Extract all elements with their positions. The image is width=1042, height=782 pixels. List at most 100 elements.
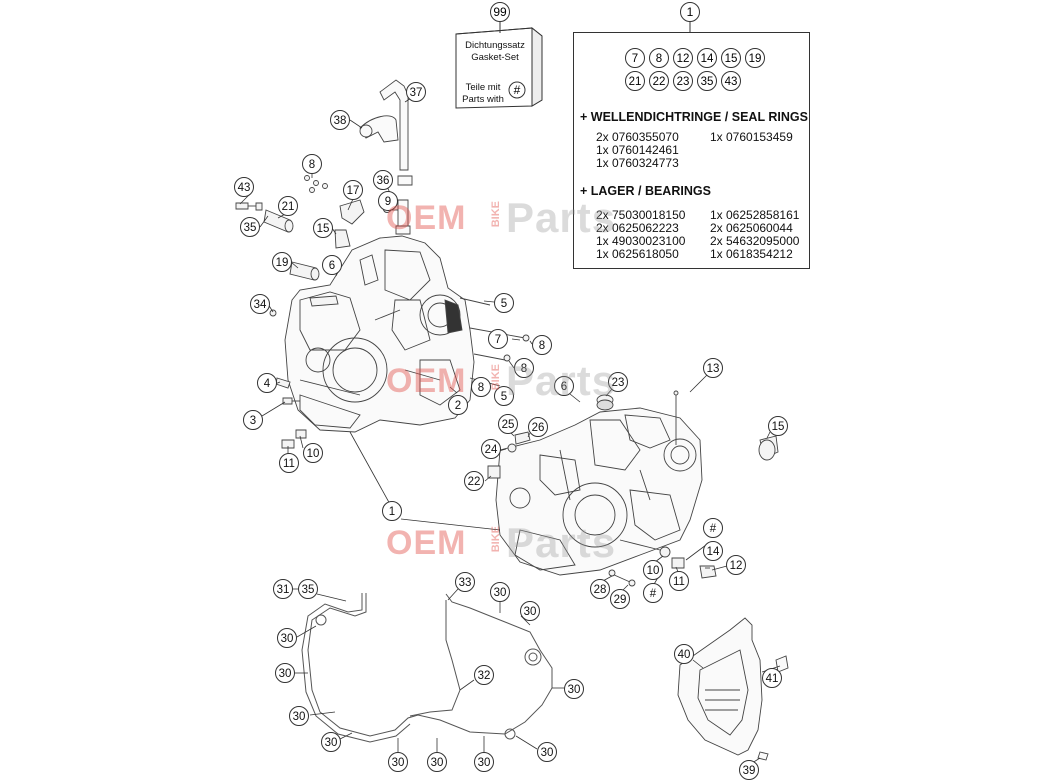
label-41: 41 bbox=[766, 673, 779, 685]
seal-rings-heading: + WELLENDICHTRINGE / SEAL RINGS bbox=[580, 110, 808, 124]
crankcase-gasket bbox=[301, 593, 553, 743]
bearing-code: 2x 54632095000 bbox=[710, 234, 800, 248]
included-parts-row-2: 21 22 23 35 43 bbox=[625, 71, 741, 91]
seal-code: 2x 0760355070 bbox=[596, 130, 679, 144]
gasket-set-label-en: Gasket-Set bbox=[471, 52, 519, 63]
watermark-parts: Parts bbox=[506, 357, 617, 404]
label-8: 8 bbox=[309, 159, 315, 171]
included-part-label: 21 bbox=[629, 76, 642, 88]
svg-text:99: 99 bbox=[493, 5, 507, 19]
callout-99[interactable]: 99 bbox=[490, 2, 510, 22]
included-part-callout[interactable]: 35 bbox=[697, 71, 717, 91]
bearing-code: 1x 49030023100 bbox=[596, 234, 686, 248]
included-part-callout[interactable]: 8 bbox=[649, 48, 669, 68]
watermark-parts: Parts bbox=[506, 519, 617, 566]
label-30: 30 bbox=[478, 757, 491, 769]
label-5: 5 bbox=[501, 298, 507, 310]
included-part-callout[interactable]: 7 bbox=[625, 48, 645, 68]
included-part-callout[interactable]: 12 bbox=[673, 48, 693, 68]
label-hash: # bbox=[650, 588, 657, 600]
label-14: 14 bbox=[707, 546, 720, 558]
label-30: 30 bbox=[431, 757, 444, 769]
label-35: 35 bbox=[244, 222, 257, 234]
label-1: 1 bbox=[389, 506, 395, 518]
gasket-hash-symbol: # bbox=[508, 81, 526, 99]
included-part-label: 22 bbox=[653, 76, 666, 88]
label-25: 25 bbox=[502, 419, 515, 431]
watermark-parts: Parts bbox=[506, 194, 617, 241]
label-22: 22 bbox=[468, 476, 481, 488]
callout-1-top[interactable]: 1 bbox=[680, 2, 700, 22]
label-9: 9 bbox=[385, 196, 391, 208]
label-8: 8 bbox=[539, 340, 545, 352]
label-7: 7 bbox=[495, 334, 501, 346]
bearing-code: 1x 0625618050 bbox=[596, 247, 679, 261]
sprocket-cover bbox=[677, 617, 789, 761]
label-10: 10 bbox=[647, 565, 660, 577]
label-30: 30 bbox=[568, 684, 581, 696]
label-29: 29 bbox=[614, 594, 627, 606]
seal-code: 1x 0760142461 bbox=[596, 143, 679, 157]
label-28: 28 bbox=[594, 584, 607, 596]
label-39: 39 bbox=[743, 765, 756, 777]
label-hash: # bbox=[710, 523, 717, 535]
included-part-callout[interactable]: 22 bbox=[649, 71, 669, 91]
included-part-label: 35 bbox=[701, 76, 714, 88]
label-30: 30 bbox=[293, 711, 306, 723]
label-15: 15 bbox=[772, 421, 785, 433]
label-11: 11 bbox=[283, 458, 295, 470]
label-30: 30 bbox=[524, 606, 537, 618]
small-parts-left bbox=[235, 175, 393, 449]
watermark-oem: OEM bbox=[386, 524, 467, 562]
label-24: 24 bbox=[485, 444, 498, 456]
parts-with-label-de: Teile mit bbox=[465, 82, 501, 93]
label-3: 3 bbox=[250, 415, 256, 427]
label-4: 4 bbox=[264, 378, 271, 390]
bearing-code: 1x 0618354212 bbox=[710, 247, 793, 261]
included-part-callout[interactable]: 23 bbox=[673, 71, 693, 91]
label-35: 35 bbox=[302, 584, 315, 596]
label-2: 2 bbox=[455, 400, 461, 412]
callout-labels: 37 38 8 36 17 9 43 21 35 15 19 6 34 5 7 … bbox=[238, 87, 785, 777]
watermark-bike: BIKE bbox=[490, 364, 502, 391]
included-part-callout[interactable]: 43 bbox=[721, 71, 741, 91]
included-part-label: 14 bbox=[701, 53, 714, 65]
label-10: 10 bbox=[307, 448, 320, 460]
svg-text:1: 1 bbox=[687, 5, 694, 19]
label-8: 8 bbox=[521, 363, 527, 375]
bearing-code: 1x 06252858161 bbox=[710, 208, 800, 222]
bearing-code: 2x 0625060044 bbox=[710, 221, 793, 235]
label-31: 31 bbox=[277, 584, 290, 596]
included-part-callout[interactable]: 15 bbox=[721, 48, 741, 68]
label-15: 15 bbox=[317, 223, 330, 235]
included-part-callout[interactable]: 21 bbox=[625, 71, 645, 91]
watermark-bike: BIKE bbox=[490, 201, 502, 228]
label-40: 40 bbox=[678, 649, 691, 661]
included-part-label: 7 bbox=[632, 53, 638, 65]
gasket-set-label-de: Dichtungssatz bbox=[465, 40, 525, 51]
label-30: 30 bbox=[281, 633, 294, 645]
watermark-oem: OEM bbox=[386, 362, 467, 400]
label-12: 12 bbox=[730, 560, 743, 572]
oil-line-tube bbox=[359, 79, 413, 235]
included-part-label: 15 bbox=[725, 53, 738, 65]
included-part-label: 43 bbox=[725, 76, 738, 88]
included-part-callout[interactable]: 19 bbox=[745, 48, 765, 68]
label-6: 6 bbox=[329, 260, 335, 272]
label-17: 17 bbox=[347, 185, 360, 197]
label-30: 30 bbox=[494, 587, 507, 599]
label-21: 21 bbox=[282, 201, 295, 213]
left-crankcase-half bbox=[284, 235, 475, 433]
label-13: 13 bbox=[707, 363, 720, 375]
bearings-heading: + LAGER / BEARINGS bbox=[580, 184, 711, 198]
label-32: 32 bbox=[478, 670, 491, 682]
label-19: 19 bbox=[276, 257, 289, 269]
label-23: 23 bbox=[612, 377, 625, 389]
parts-with-label-en: Parts with bbox=[462, 94, 504, 105]
callouts[interactable] bbox=[234, 82, 788, 780]
included-part-callout[interactable]: 14 bbox=[697, 48, 717, 68]
